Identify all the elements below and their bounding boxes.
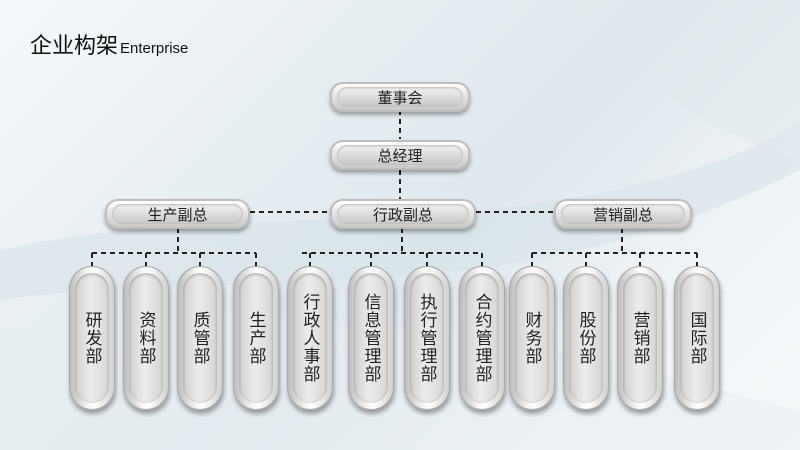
node-dept-label: 生产部 [245, 311, 266, 365]
node-dept-label: 股份部 [575, 311, 596, 365]
node-gm-label: 总经理 [377, 146, 423, 165]
node-dept-label: 执行管理部 [416, 293, 437, 383]
node-dept: 合约管理部 [459, 266, 505, 410]
node-vp-production: 生产副总 [105, 199, 250, 229]
node-dept-label: 质管部 [189, 311, 210, 365]
node-vp-admin: 行政副总 [330, 199, 476, 229]
node-dept-label: 行政人事部 [299, 293, 320, 383]
node-board-label: 董事会 [377, 88, 423, 107]
node-dept-label: 国际部 [686, 311, 707, 365]
node-board: 董事会 [330, 82, 470, 112]
node-vp-marketing: 营销副总 [554, 199, 692, 229]
node-dept: 行政人事部 [287, 266, 333, 410]
node-vp-label: 生产副总 [147, 205, 208, 224]
node-dept: 生产部 [233, 266, 279, 410]
node-dept-label: 资料部 [135, 311, 156, 365]
title-chinese: 企业构架 [30, 34, 119, 59]
node-dept-label: 合约管理部 [471, 293, 492, 383]
node-dept-label: 营销部 [629, 311, 650, 365]
node-dept: 国际部 [674, 266, 720, 410]
node-general-manager: 总经理 [330, 140, 470, 170]
node-dept: 营销部 [617, 266, 663, 410]
node-vp-label: 营销副总 [592, 205, 653, 224]
node-dept: 研发部 [69, 266, 115, 410]
node-dept: 执行管理部 [404, 266, 450, 410]
title-english: Enterprise [120, 40, 189, 57]
node-vp-label: 行政副总 [372, 205, 433, 224]
node-dept: 财务部 [509, 266, 555, 410]
node-dept-label: 研发部 [81, 311, 102, 365]
node-dept-label: 信息管理部 [360, 293, 381, 383]
node-dept: 股份部 [563, 266, 609, 410]
node-dept: 资料部 [123, 266, 169, 410]
node-dept-label: 财务部 [521, 311, 542, 365]
node-dept: 信息管理部 [348, 266, 394, 410]
node-dept: 质管部 [177, 266, 223, 410]
